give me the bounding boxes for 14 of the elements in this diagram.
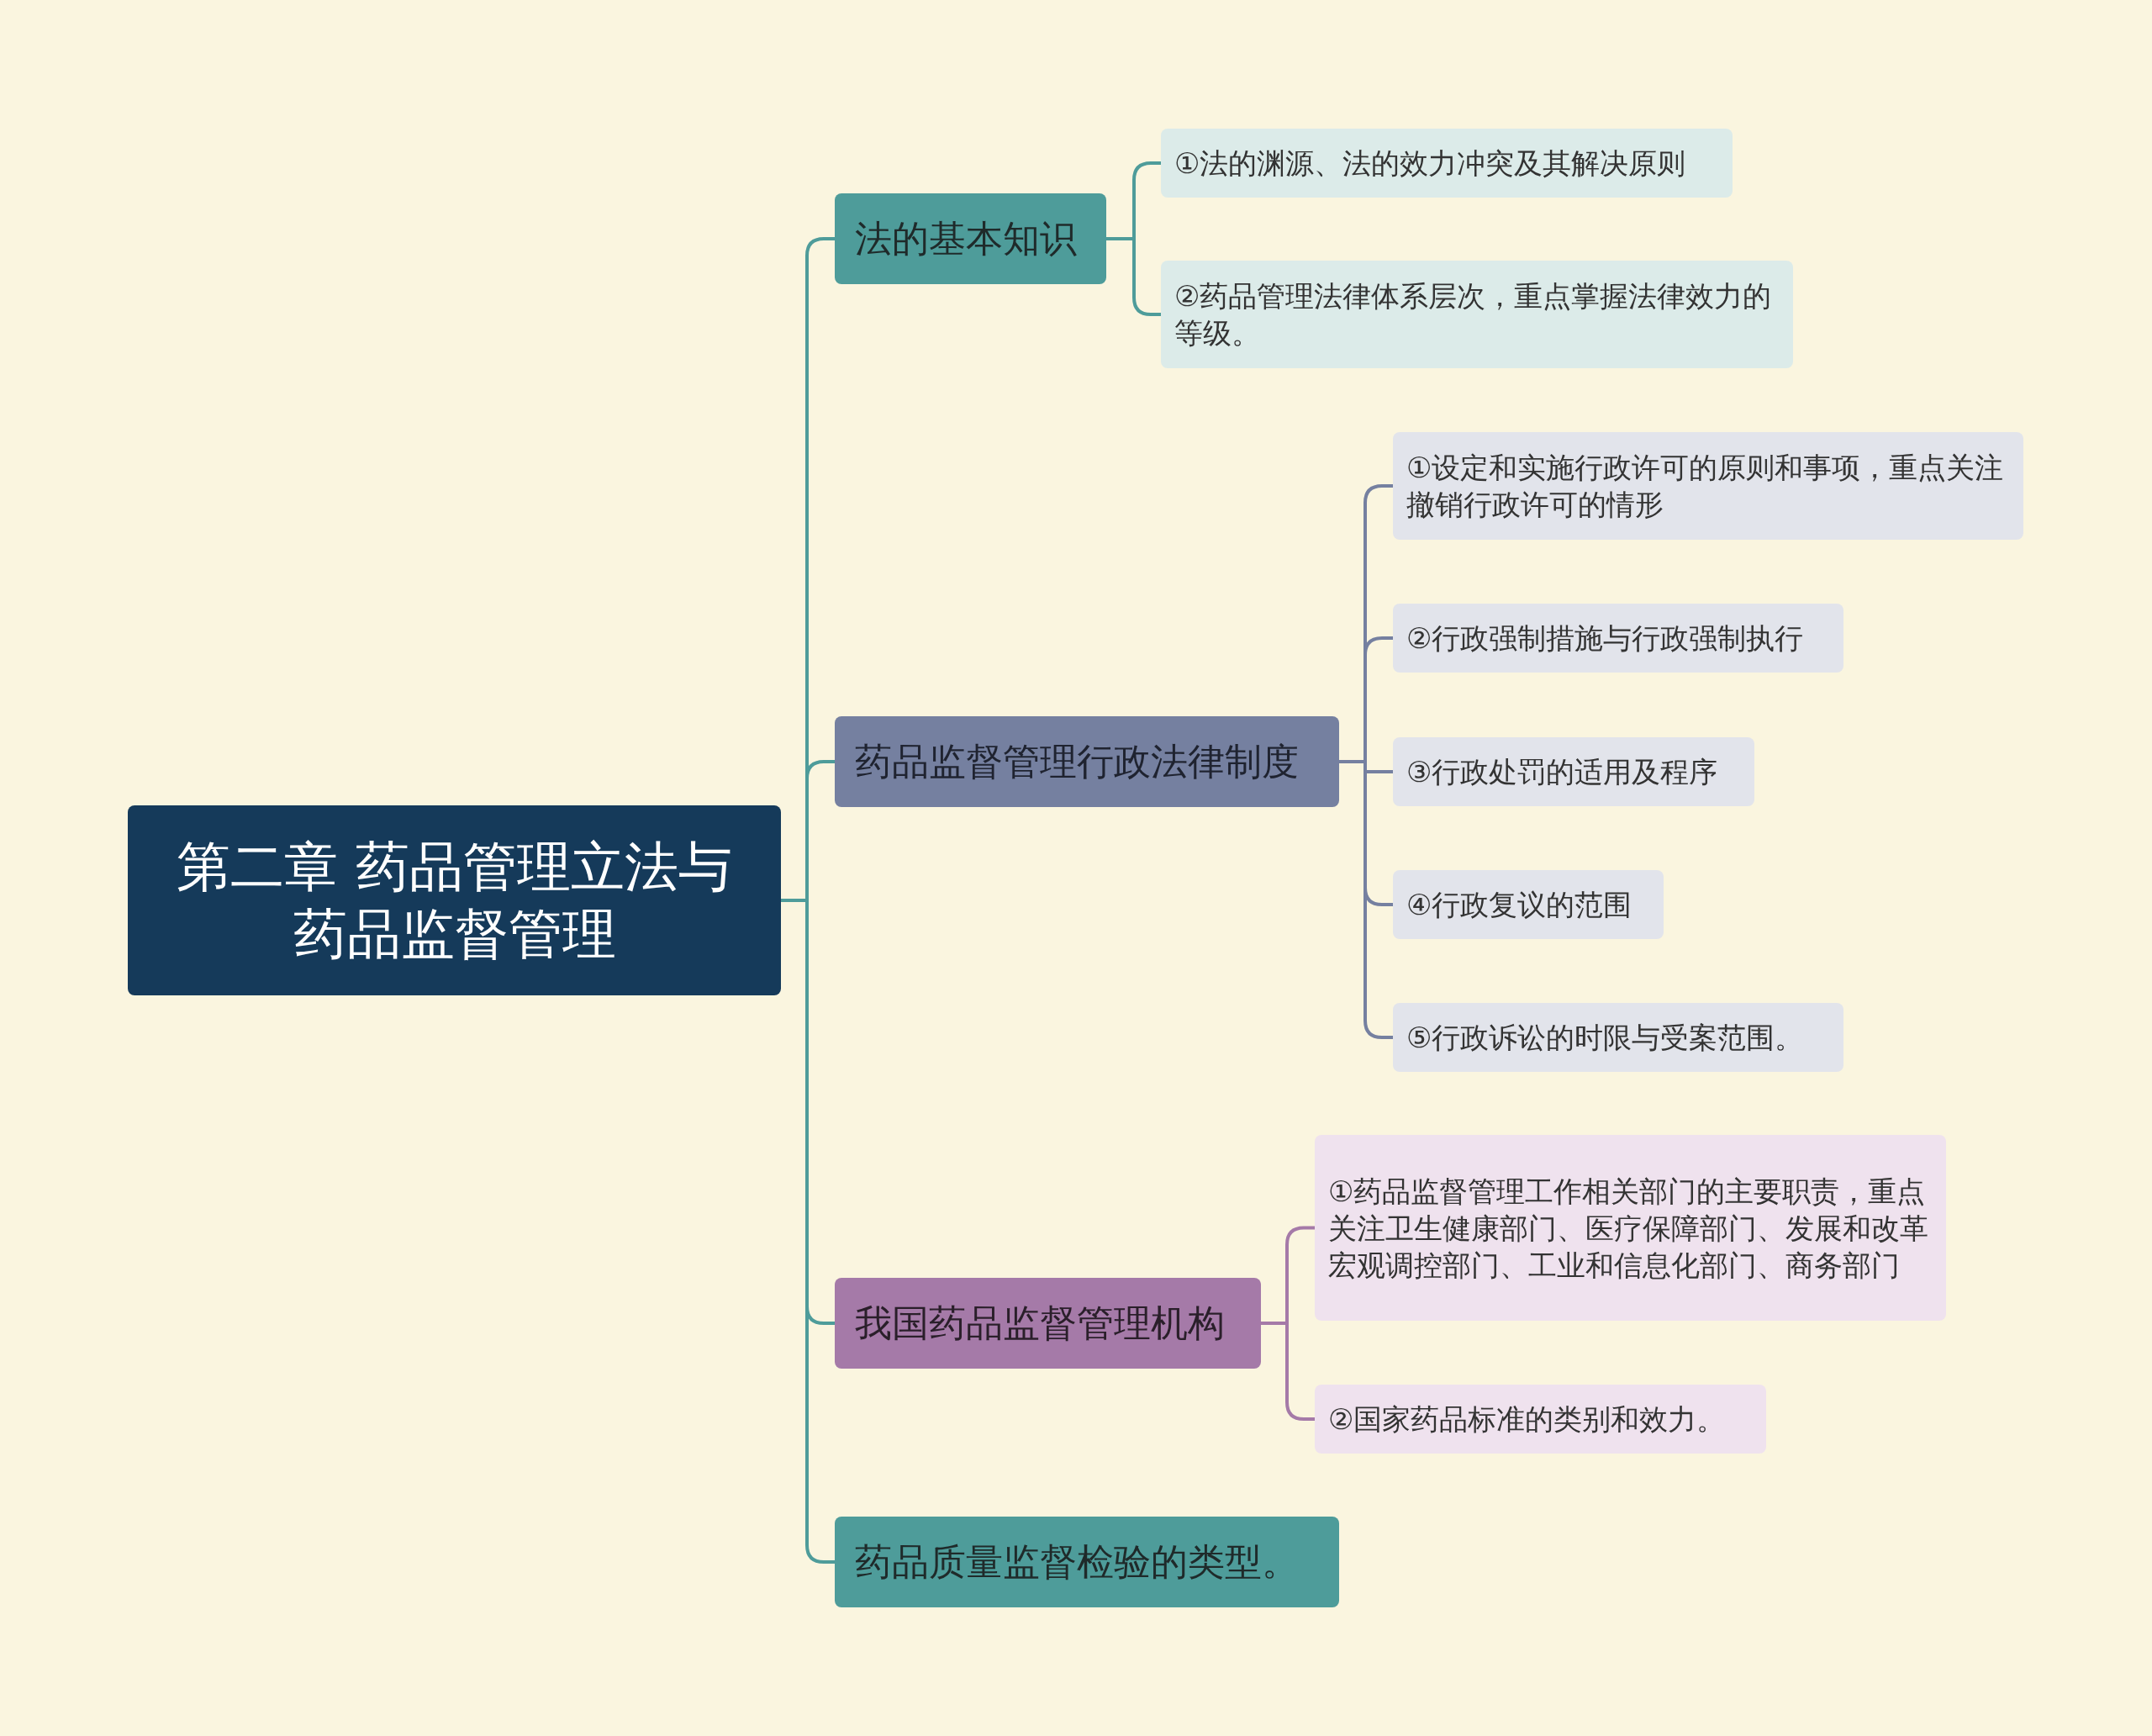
branch-topic: 法的基本知识 — [835, 193, 1106, 284]
branch-topic: 药品质量监督检验的类型。 — [835, 1517, 1339, 1607]
subtopic: ⑤行政诉讼的时限与受案范围。 — [1393, 1003, 1843, 1072]
central-topic: 第二章 药品管理立法与药品监督管理 — [128, 805, 781, 995]
branch-topic: 我国药品监督管理机构 — [835, 1278, 1261, 1369]
subtopic: ①设定和实施行政许可的原则和事项，重点关注撤销行政许可的情形 — [1393, 432, 2023, 540]
subtopic: ①法的渊源、法的效力冲突及其解决原则 — [1161, 129, 1733, 198]
subtopic: ②行政强制措施与行政强制执行 — [1393, 604, 1843, 673]
subtopic: ④行政复议的范围 — [1393, 870, 1664, 939]
branch-topic: 药品监督管理行政法律制度 — [835, 716, 1339, 807]
subtopic: ②药品管理法律体系层次，重点掌握法律效力的等级。 — [1161, 261, 1793, 368]
subtopic: ③行政处罚的适用及程序 — [1393, 737, 1754, 806]
subtopic: ①药品监督管理工作相关部门的主要职责，重点关注卫生健康部门、医疗保障部门、发展和改革宏观调控部门、工业和信息化部门、商务部门 — [1315, 1135, 1946, 1321]
subtopic: ②国家药品标准的类别和效力。 — [1315, 1385, 1766, 1454]
